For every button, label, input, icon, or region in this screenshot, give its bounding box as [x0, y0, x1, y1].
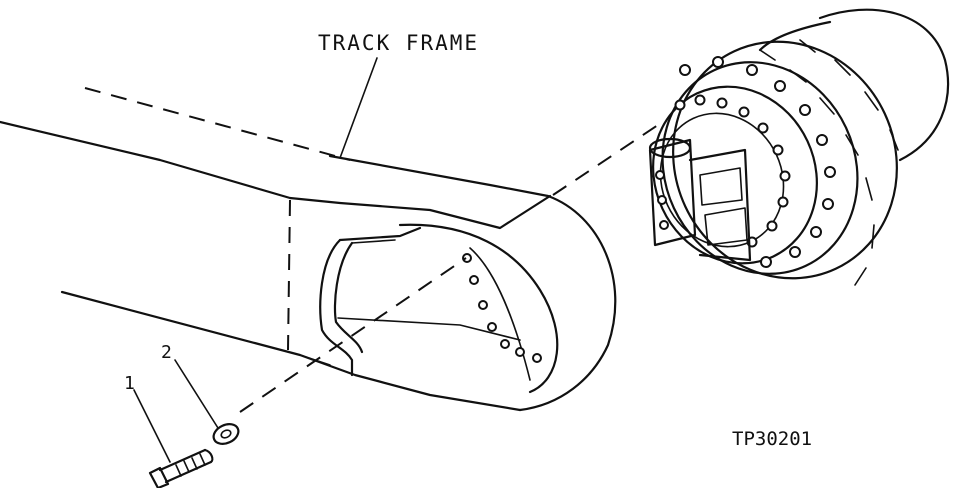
propel-motor-assembly	[648, 8, 950, 286]
assembly-line-motor	[552, 124, 659, 196]
assembly-line-bolt	[239, 257, 467, 413]
figure-id: TP30201	[732, 428, 812, 450]
washer	[212, 423, 240, 445]
callout-2: 2	[161, 342, 172, 363]
leader-track-frame	[339, 57, 378, 159]
cap-screw	[148, 448, 214, 488]
track-frame	[0, 87, 617, 412]
callout-1: 1	[124, 373, 135, 394]
label-track-frame: TRACK FRAME	[318, 31, 479, 55]
leader-item-1	[133, 389, 171, 463]
leader-item-2	[174, 359, 219, 429]
